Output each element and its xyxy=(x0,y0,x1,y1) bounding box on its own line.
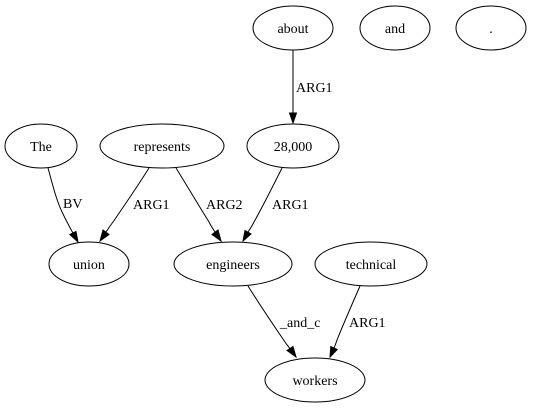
arrowhead xyxy=(329,345,339,359)
edge-label: ARG1 xyxy=(133,198,170,213)
node-label: about xyxy=(277,22,308,37)
node-num: 28,000 xyxy=(246,123,340,169)
edge-engineers-to-workers: _and_c xyxy=(247,285,320,359)
node-label: workers xyxy=(292,374,337,389)
edge-The-to-union: BV xyxy=(47,167,82,244)
edge-about-to-num: ARG1 xyxy=(288,50,333,125)
node-workers: workers xyxy=(264,357,366,403)
edge-line xyxy=(247,167,283,233)
node-period: . xyxy=(455,5,527,51)
node-label: union xyxy=(73,258,105,273)
arrowhead xyxy=(99,229,110,243)
edge-num-to-engineers: ARG1 xyxy=(242,167,309,243)
node-ellipse xyxy=(252,5,334,51)
node-label: and xyxy=(385,22,405,37)
node-ellipse xyxy=(359,5,431,51)
node-engineers: engineers xyxy=(173,241,293,287)
arrowhead xyxy=(288,112,298,125)
node-ellipse xyxy=(264,357,366,403)
node-label: 28,000 xyxy=(274,140,313,155)
node-The: The xyxy=(4,123,78,169)
node-ellipse xyxy=(48,241,130,287)
edge-technical-to-workers: ARG1 xyxy=(329,285,386,359)
node-ellipse xyxy=(455,5,527,51)
node-union: union xyxy=(48,241,130,287)
edge-label: ARG1 xyxy=(272,198,309,213)
arrowhead xyxy=(286,345,297,359)
edge-label: ARG2 xyxy=(206,198,243,213)
edge-label: ARG1 xyxy=(296,81,333,96)
edge-label: _and_c xyxy=(279,316,320,331)
node-technical: technical xyxy=(314,241,428,287)
edge-label: ARG1 xyxy=(349,316,386,331)
node-label: technical xyxy=(346,258,397,273)
arrowhead xyxy=(211,229,222,243)
node-label: engineers xyxy=(206,258,260,273)
node-label: represents xyxy=(134,140,191,155)
edge-represents-to-union: ARG1 xyxy=(99,167,170,243)
node-and: and xyxy=(359,5,431,51)
edge-line xyxy=(105,167,150,233)
edge-line xyxy=(175,167,216,233)
node-ellipse xyxy=(99,123,225,169)
node-about: about xyxy=(252,5,334,51)
node-ellipse xyxy=(246,123,340,169)
edge-line xyxy=(247,285,291,350)
edge-line xyxy=(47,167,74,234)
edge-line xyxy=(333,285,361,349)
edge-label: BV xyxy=(63,197,82,212)
edge-represents-to-engineers: ARG2 xyxy=(175,167,243,243)
node-ellipse xyxy=(173,241,293,287)
arrowhead xyxy=(242,229,252,243)
node-label: The xyxy=(30,140,52,155)
node-ellipse xyxy=(314,241,428,287)
arrowhead xyxy=(68,230,79,244)
node-label: . xyxy=(489,22,493,37)
nodes-layer: about and. The represents 28,000 union enginee… xyxy=(4,5,527,403)
node-ellipse xyxy=(4,123,78,169)
node-represents: represents xyxy=(99,123,225,169)
